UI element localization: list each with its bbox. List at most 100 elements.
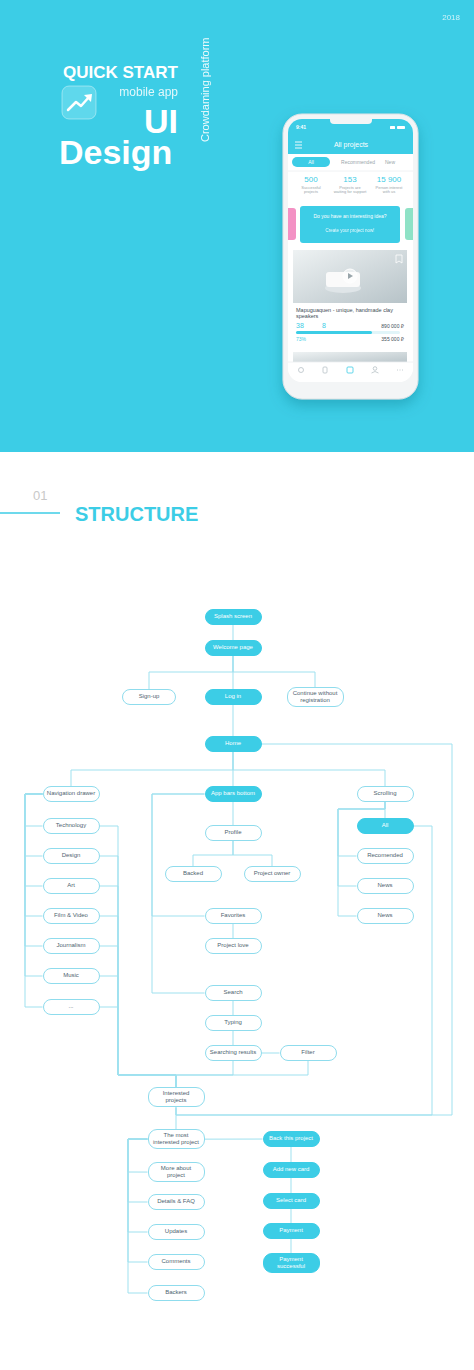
vertical-tagline: Crowdaming platform (199, 37, 211, 142)
flow-connector (233, 924, 234, 938)
screen-option: Backers (148, 1285, 205, 1301)
screen-background (288, 119, 413, 382)
node-label: The most interested project (152, 1132, 201, 1146)
node-label: News (377, 882, 392, 889)
card-action: Create your project now! (325, 229, 374, 234)
screen-step: Add new card (263, 1162, 320, 1178)
bottom-divider (288, 362, 413, 363)
screen-option: Interested projects (148, 1087, 205, 1107)
flow-connector (128, 1139, 148, 1172)
stat-caption: Successful projects (295, 186, 327, 195)
node-label: Details & FAQ (157, 1198, 195, 1205)
flow-connector (291, 1239, 292, 1253)
screen-option: Design (43, 848, 100, 864)
app-icon (62, 86, 96, 119)
screen-step: Home (205, 736, 262, 752)
node-label: Navigation drawer (47, 790, 95, 797)
flow-connector (176, 744, 452, 1115)
stat-caption: Projects are waiting for support (333, 186, 367, 195)
bottom-bar (288, 362, 413, 382)
bookmark-icon (396, 255, 402, 263)
node-label: Payment successful (267, 1256, 316, 1270)
flow-connector (100, 1007, 177, 1087)
screen-option: Sign-up (122, 689, 176, 705)
flow-connector (176, 1061, 308, 1087)
status-time: 9:41 (296, 125, 306, 131)
flow-connector (100, 946, 177, 1087)
node-label: Music (63, 972, 79, 979)
stat-value: 500 (304, 176, 317, 185)
stat-caption: Person interest with us (373, 186, 405, 195)
node-label: Home (225, 740, 241, 747)
bottom-icons (299, 367, 404, 373)
node-label: More about project (152, 1165, 201, 1179)
node-label: Art (67, 882, 75, 889)
flow-connector (71, 752, 233, 786)
icon-arrow (68, 97, 89, 110)
play-button (343, 269, 357, 283)
flow-connector (128, 1139, 148, 1293)
screen-step: Payment successful (263, 1253, 320, 1273)
flow-connector (25, 794, 43, 976)
screen-option: Profile (205, 825, 262, 841)
phone-notch (330, 115, 372, 124)
flow-connector (233, 656, 315, 687)
project-photo (293, 250, 407, 303)
tab-divider (288, 171, 413, 172)
project-title: Mapuguaquen - unique, handmade clay spea… (296, 307, 400, 319)
flow-connector (193, 841, 233, 866)
flow-connector (233, 752, 385, 786)
brand-subtitle: mobile app (119, 86, 178, 99)
screen-step: All (357, 818, 414, 834)
flow-connector (100, 826, 177, 1087)
screen-option: News (357, 878, 414, 894)
side-card (288, 208, 296, 240)
screen-option: Filter (280, 1045, 337, 1061)
node-label: Journalism (56, 942, 85, 949)
node-label: Search (223, 989, 242, 996)
flow-connector (149, 656, 233, 689)
tab-label: Recommended (341, 160, 375, 166)
node-label: Payment (279, 1227, 303, 1234)
node-label: Add new card (273, 1166, 310, 1173)
screen-option: Comments (148, 1254, 205, 1270)
node-label: Log in (225, 693, 241, 700)
node-label: Technology (56, 822, 86, 829)
node-label: Filter (301, 1049, 314, 1056)
flow-connector (176, 1061, 233, 1087)
project-stat: 38 (296, 322, 304, 330)
screen-option: Search (205, 985, 262, 1001)
screen-step: Log in (205, 689, 262, 705)
node-label: All (382, 822, 389, 829)
flow-connector (233, 625, 234, 640)
screen-option: Project owner (244, 866, 301, 882)
section-title: STRUCTURE (75, 503, 198, 525)
app-header (288, 119, 413, 154)
flow-connector (25, 794, 43, 916)
screen-step: Splash screen (205, 609, 262, 625)
screen-option: The most interested project (148, 1129, 205, 1149)
node-label: Back this project (269, 1135, 313, 1142)
node-label: Welcome page (213, 644, 253, 651)
screen-option: Favorites (205, 908, 262, 924)
stat-value: 153 (343, 176, 356, 185)
flow-connector (152, 794, 205, 993)
screen-option: Scrolling (357, 786, 414, 802)
node-label: Project owner (254, 870, 291, 877)
screen-step: Payment (263, 1223, 320, 1239)
screen-title: All projects (334, 141, 368, 149)
flow-connector (233, 1001, 234, 1015)
flow-connector (100, 976, 177, 1087)
screen-option: Searching results (205, 1045, 262, 1061)
flow-connector (100, 886, 177, 1087)
year-mark: 2018 (442, 14, 460, 23)
active-tab (292, 157, 330, 167)
flow-connector (233, 1031, 234, 1045)
node-label: Comments (161, 1258, 190, 1265)
node-label: Scrolling (373, 790, 396, 797)
node-label: App bars bottom (211, 790, 255, 797)
flow-connector (291, 1147, 292, 1162)
screen-option: Project love (205, 938, 262, 954)
